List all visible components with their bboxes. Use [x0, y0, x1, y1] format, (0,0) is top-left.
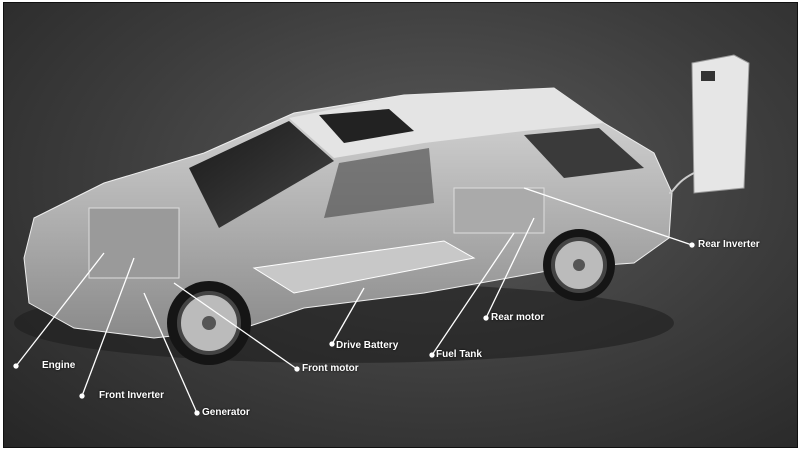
rear-module	[453, 187, 545, 234]
label-fuel-tank: Fuel Tank	[436, 349, 482, 360]
leader-engine	[15, 252, 105, 367]
front-wheel	[167, 281, 251, 365]
label-drive-battery: Drive Battery	[336, 340, 399, 351]
phev-cutaway-diagram: Engine Front Inverter Generator Front mo…	[3, 2, 798, 448]
label-generator: Generator	[202, 407, 250, 418]
label-front-motor: Front motor	[302, 363, 359, 374]
car-roof	[289, 88, 604, 158]
sunroof	[319, 109, 414, 143]
charging-station	[668, 54, 750, 194]
leader-fuel-tank	[431, 232, 515, 356]
leader-front-inverter	[81, 257, 135, 397]
label-front-inverter: Front Inverter	[99, 390, 165, 401]
leader-drive-battery	[331, 287, 365, 345]
label-rear-inverter: Rear Inverter	[698, 239, 760, 250]
side-window	[324, 148, 434, 218]
label-rear-motor: Rear motor	[491, 312, 545, 323]
rear-window	[524, 128, 644, 178]
rear-wheel	[543, 229, 615, 301]
leader-front-motor	[173, 282, 298, 370]
car-illustration	[13, 54, 750, 416]
leader-rear-inverter	[523, 187, 693, 246]
engine-block	[88, 207, 180, 279]
windshield	[189, 121, 334, 228]
label-engine: Engine	[42, 360, 76, 371]
leader-generator	[143, 292, 198, 414]
leader-lines	[13, 187, 695, 416]
drive-battery-pack	[252, 240, 476, 294]
leader-rear-motor	[485, 217, 535, 319]
